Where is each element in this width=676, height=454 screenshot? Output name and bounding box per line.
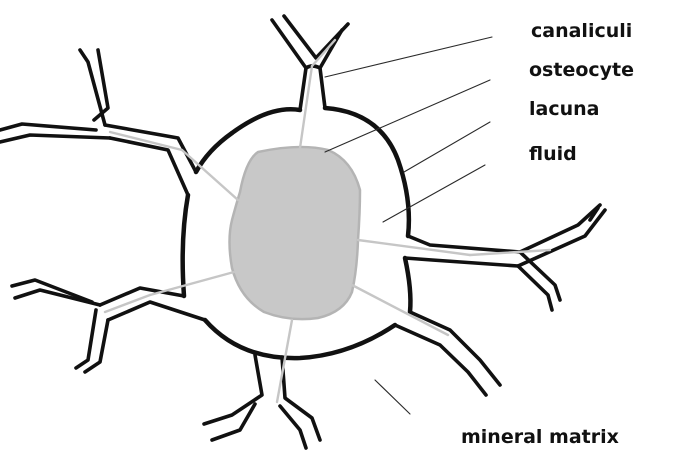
label-lacuna: lacuna xyxy=(529,100,599,119)
label-canaliculi: canaliculi xyxy=(531,22,632,41)
leader-lacuna xyxy=(404,122,490,172)
leader-canaliculi xyxy=(325,37,492,77)
label-osteocyte: osteocyte xyxy=(529,61,634,80)
leader-fluid xyxy=(383,165,485,222)
osteocyte-cell-body xyxy=(230,147,361,319)
label-mineral-matrix: mineral matrix xyxy=(461,428,619,447)
leader-osteocyte xyxy=(325,80,490,152)
label-fluid: fluid xyxy=(529,145,577,164)
leader-mineral-matrix xyxy=(375,380,410,414)
